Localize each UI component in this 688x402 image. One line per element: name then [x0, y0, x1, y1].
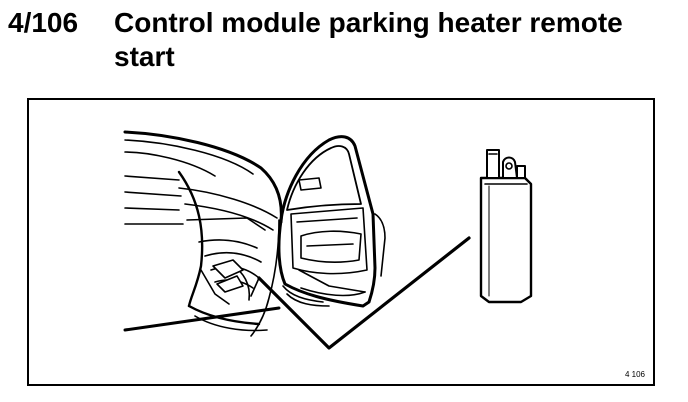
figure-code: 4 106 — [624, 370, 645, 379]
section-number: 4/106 — [8, 7, 79, 38]
section-title: Control module parking heater remote sta… — [114, 7, 623, 72]
car-door-with-control-module-illustration — [123, 130, 533, 350]
figure-frame: 4 106 — [27, 98, 655, 386]
